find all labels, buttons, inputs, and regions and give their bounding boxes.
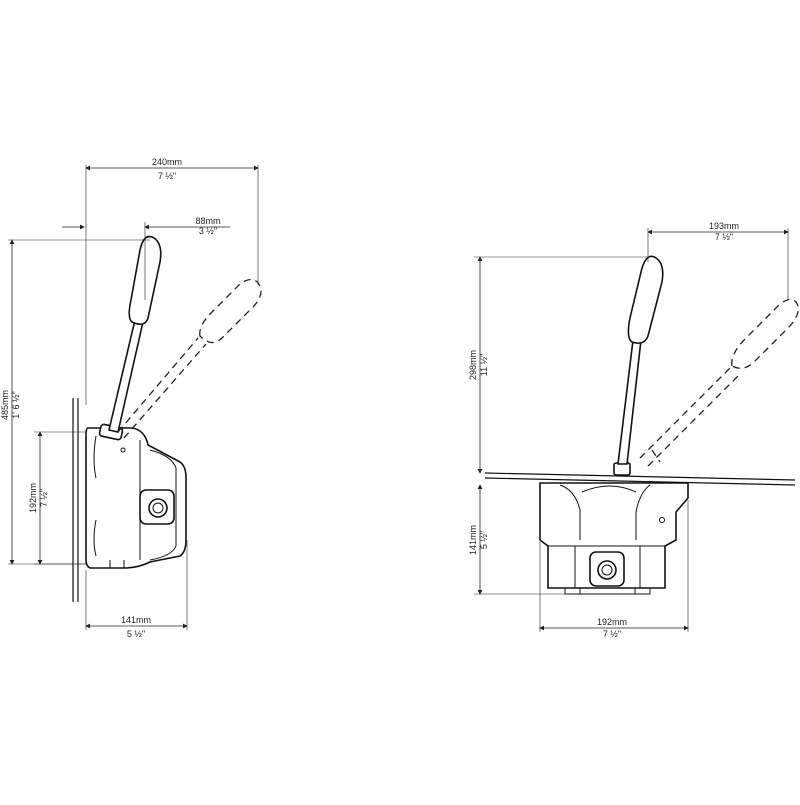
- right-dim-body-width: 192mm 7 ½": [539, 500, 689, 639]
- left-dim-body-depth: 141mm 5 ½": [85, 540, 188, 639]
- right-height-inch: 11 ½": [479, 354, 489, 377]
- left-depth-inch: 5 ½": [127, 629, 145, 639]
- right-swing-mm: 193mm: [709, 221, 739, 231]
- left-mounting-wall: [72, 398, 79, 602]
- right-height-mm: 298mm: [468, 350, 478, 380]
- left-view: 240mm 7 ½" 88mm 3 ½" 485mm 1' 6 ½" 192mm…: [0, 157, 262, 639]
- right-view: 193mm 7 ½" 298mm 11 ½" 141mm 5 ½" 192mm …: [468, 221, 799, 639]
- left-height-mm: 485mm: [0, 390, 10, 420]
- left-offset-mm: 88mm: [195, 216, 220, 226]
- right-width-inch: 7 ½": [603, 629, 621, 639]
- right-depth-inch: 5 ½": [479, 531, 489, 549]
- left-dim-total-width: 240mm 7 ½": [85, 157, 259, 405]
- left-handle-swung-ghost: [117, 278, 262, 439]
- left-depth-mm: 141mm: [121, 615, 151, 625]
- right-handle-swung-ghost: [639, 298, 799, 467]
- right-depth-mm: 141mm: [468, 525, 478, 555]
- left-handle: [108, 235, 162, 433]
- left-pump-body: [85, 423, 187, 569]
- right-pump-body: [539, 482, 689, 595]
- right-dim-handle-height: 298mm 11 ½": [468, 256, 650, 474]
- left-height-inch: 1' 6 ½": [11, 391, 21, 418]
- right-width-mm: 192mm: [597, 617, 627, 627]
- right-handle: [613, 255, 664, 476]
- left-offset-inch: 3 ½": [199, 226, 217, 236]
- left-body-height-mm: 192mm: [28, 483, 38, 513]
- left-body-height-inch: 7 ½": [39, 489, 49, 507]
- right-dim-handle-swing: 193mm 7 ½": [647, 221, 789, 300]
- left-dim-handle-offset: 88mm 3 ½": [62, 216, 230, 300]
- right-dim-body-depth: 141mm 5 ½": [468, 484, 565, 595]
- right-swing-inch: 7 ½": [715, 232, 733, 242]
- left-width-inch: 7 ½": [158, 171, 176, 181]
- left-width-mm: 240mm: [152, 157, 182, 167]
- left-dim-body-height: 192mm 7 ½": [28, 431, 86, 565]
- right-deck: [484, 472, 796, 486]
